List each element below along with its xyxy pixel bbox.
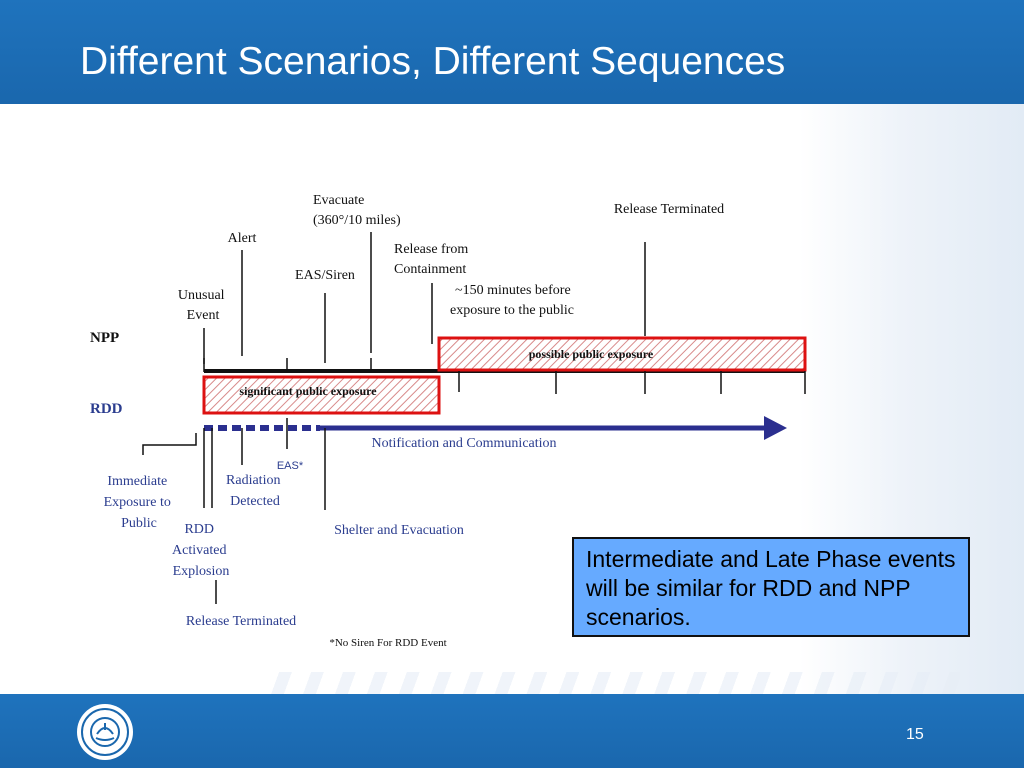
footnote: *No Siren For RDD Event	[329, 637, 446, 649]
label-150-minutes: ~150 minutes before exposure to the publ…	[450, 283, 574, 318]
label-immediate-exposure: Immediate Exposure to Public	[104, 474, 175, 531]
label-unusual-event: Unusual Event	[178, 288, 228, 323]
row-label-npp: NPP	[90, 330, 119, 346]
footer-bar	[0, 694, 1024, 768]
label-rdd-activated: RDD Activated Explosion	[172, 522, 230, 579]
label-release-terminated-rdd: Release Terminated	[186, 614, 296, 629]
label-radiation-detected: Radiation Detected	[226, 473, 284, 509]
label-eas-siren: EAS/Siren	[295, 268, 355, 283]
agency-seal-logo	[77, 704, 133, 760]
note-text: Intermediate and Late Phase events will …	[586, 546, 956, 630]
page-number: 15	[906, 726, 924, 743]
row-label-rdd: RDD	[90, 401, 123, 417]
significant-exposure-bar	[202, 375, 441, 415]
leader-immediate-exposure	[142, 433, 197, 455]
rdd-leaders	[142, 418, 326, 604]
label-eas-star: EAS*	[277, 460, 304, 472]
label-release-terminated-npp: Release Terminated	[614, 202, 724, 217]
npp-ticks	[203, 358, 806, 394]
label-notification: Notification and Communication	[371, 436, 556, 451]
note-box: Intermediate and Late Phase events will …	[572, 537, 970, 637]
label-evacuate: Evacuate (360°/10 miles)	[313, 193, 401, 228]
label-alert: Alert	[228, 231, 257, 246]
significant-exposure-label: significant public exposure	[239, 384, 377, 398]
possible-exposure-bar	[437, 336, 807, 372]
background-stripes	[260, 672, 960, 694]
label-shelter-evacuation: Shelter and Evacuation	[334, 523, 464, 538]
possible-exposure-label: possible public exposure	[529, 347, 654, 361]
notification-arrowhead	[764, 416, 787, 440]
title-bar: Different Scenarios, Different Sequences	[0, 0, 1024, 104]
slide-title: Different Scenarios, Different Sequences	[80, 40, 786, 83]
label-release-containment: Release from Containment	[394, 242, 472, 277]
